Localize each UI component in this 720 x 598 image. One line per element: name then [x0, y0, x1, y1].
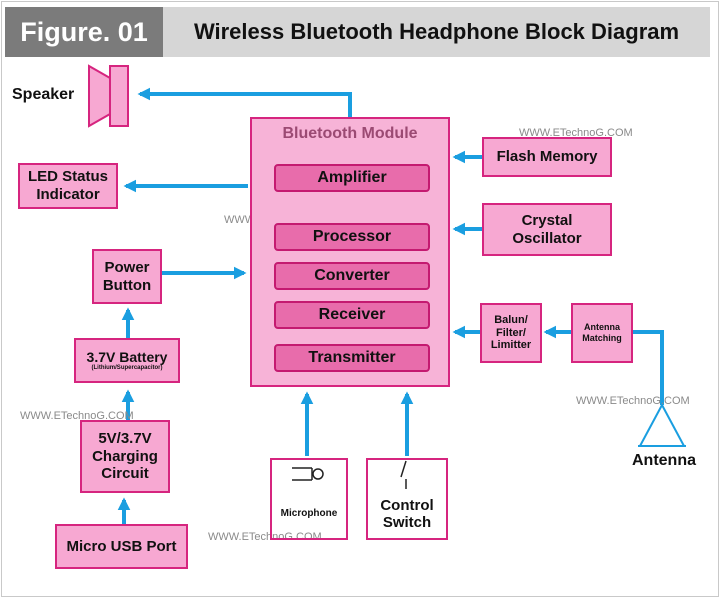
crystal-oscillator-line2: Oscillator [512, 229, 582, 247]
antenna-matching-line2: Matching [582, 333, 622, 343]
receiver-block: Receiver [274, 301, 430, 329]
micro-usb-port-block: Micro USB Port [55, 524, 188, 569]
antenna-matching-block: Antenna Matching [571, 303, 633, 363]
microphone-block: Microphone [270, 458, 348, 540]
battery-block: 3.7V Battery (Lithium/Supercapacitor) [74, 338, 180, 383]
processor-block: Processor [274, 223, 430, 251]
control-switch-line1: Control [380, 496, 434, 514]
speaker-icon [88, 64, 129, 128]
antenna-feed-line [633, 330, 664, 405]
flash-memory-block: Flash Memory [482, 137, 612, 177]
antenna-icon [638, 404, 686, 447]
watermark: WWW.ETechnoG.COM [208, 531, 322, 543]
microphone-icon [292, 467, 324, 481]
antenna-label: Antenna [632, 452, 696, 469]
crystal-oscillator-block: Crystal Oscillator [482, 203, 612, 256]
antenna-matching-line1: Antenna [584, 322, 620, 333]
led-status-indicator-line2: Indicator [36, 186, 100, 203]
bluetooth-module-title: Bluetooth Module [282, 125, 418, 142]
charging-circuit-line2: Charging [92, 447, 158, 465]
converter-block: Converter [274, 262, 430, 290]
led-status-indicator-block: LED Status Indicator [18, 163, 118, 209]
charging-circuit-line3: Circuit [101, 465, 149, 483]
control-switch-line2: Switch [382, 514, 432, 532]
watermark: WWW.ETechnoG.COM [576, 395, 690, 407]
flash-memory-label: Flash Memory [496, 148, 598, 166]
balun-line3: Limitter [490, 339, 532, 352]
led-status-indicator-line1: LED Status [27, 168, 108, 186]
balun-filter-limitter-block: Balun/ Filter/ Limitter [480, 303, 542, 363]
switch-icon [400, 460, 407, 489]
balun-line2: Filter/ [496, 326, 526, 339]
micro-usb-port-label: Micro USB Port [66, 537, 177, 555]
battery-label: 3.7V Battery [86, 348, 168, 365]
watermark: WWW.ETechnoG.COM [519, 127, 633, 139]
arrow-module-to-speaker [137, 87, 352, 117]
battery-note: (Lithium/Supercapacitor) [91, 365, 163, 372]
control-switch-block: Control Switch [366, 458, 448, 540]
charging-circuit-line1: 5V/3.7V [98, 429, 152, 447]
transmitter-block: Transmitter [274, 344, 430, 372]
watermark: WWW.ETechnoG.COM [20, 410, 134, 422]
power-button-block: Power Button [92, 249, 162, 304]
power-button-line1: Power [104, 258, 150, 276]
balun-line1: Balun/ [494, 313, 528, 326]
charging-circuit-block: 5V/3.7V Charging Circuit [80, 420, 170, 493]
bluetooth-module [250, 117, 450, 387]
microphone-label: Microphone [280, 508, 338, 520]
amplifier-block: Amplifier [274, 164, 430, 192]
power-button-line2: Button [102, 276, 152, 294]
crystal-oscillator-line1: Crystal [521, 211, 573, 229]
speaker-label: Speaker [12, 86, 75, 103]
figure-label: Figure. 01 [5, 7, 163, 57]
diagram-title: Wireless Bluetooth Headphone Block Diagr… [193, 19, 680, 44]
